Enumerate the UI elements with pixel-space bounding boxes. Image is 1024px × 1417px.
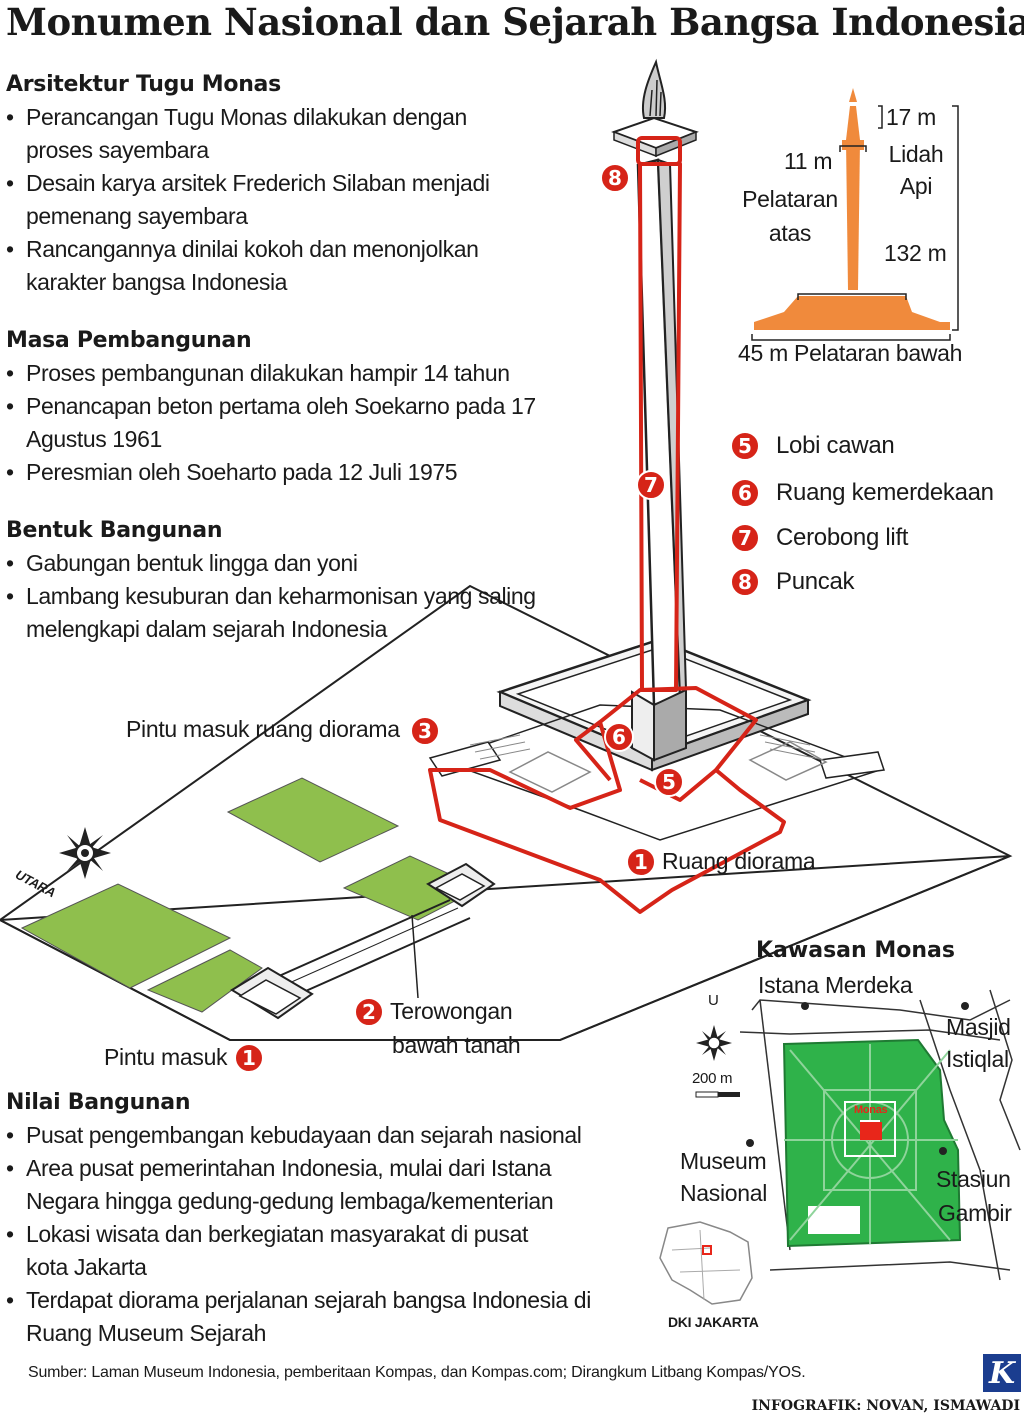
kompas-logo: K — [983, 1354, 1021, 1392]
list-item: Lambang kesuburan dan keharmonisan yang … — [6, 580, 566, 646]
map-label-gambir: Gambir — [938, 1200, 1012, 1226]
legend-item-5: 5 Lobi cawan — [730, 430, 895, 462]
badge-5: 5 — [654, 767, 684, 797]
compass-utara — [59, 827, 111, 879]
list-item: Proses pembangunan dilakukan hampir 14 t… — [6, 357, 566, 390]
map-label-masjid: Masjid — [946, 1014, 1011, 1040]
list-item: Peresmian oleh Soeharto pada 12 Juli 197… — [6, 456, 566, 489]
label-lidah-api: Lidah Api — [888, 141, 944, 199]
section-heading: Masa Pembangunan — [6, 328, 252, 353]
number-badge: 7 — [730, 523, 760, 553]
badge-6: 6 — [604, 722, 634, 752]
label-11m: 11 m — [784, 148, 833, 174]
list-item: Lokasi wisata dan berkegiatan masyarakat… — [6, 1218, 556, 1284]
credit-line: INFOGRAFIK: NOVAN, ISMAWADI — [751, 1398, 1020, 1414]
label-pelataran-bawah: 45 m Pelataran bawah — [738, 340, 963, 366]
badge-1-pintu: 1 — [234, 1043, 264, 1073]
number-badge: 6 — [730, 478, 760, 508]
map-title: Kawasan Monas — [756, 938, 955, 963]
section-heading: Arsitektur Tugu Monas — [6, 72, 281, 97]
jakarta-inset — [659, 1221, 753, 1305]
label-132m: 132 m — [884, 240, 947, 266]
list-item: Gabungan bentuk lingga dan yoni — [6, 547, 566, 580]
page-title: Monumen Nasional dan Sejarah Bangsa Indo… — [6, 0, 1024, 44]
map-north-label: U — [708, 992, 719, 1009]
list-item: Penancapan beton pertama oleh Soekarno p… — [6, 390, 536, 456]
list-item: Rancangannya dinilai kokoh dan menonjolk… — [6, 233, 506, 299]
label-ruang-diorama: Ruang diorama — [662, 848, 816, 874]
flame — [642, 58, 666, 119]
list-item: Pusat pengembangan kebudayaan dan sejara… — [6, 1119, 606, 1152]
lawn-left — [20, 883, 232, 989]
number-badge: 5 — [730, 431, 760, 461]
map-label-istiqlal: Istiqlal — [946, 1046, 1009, 1072]
map-label-nasional: Nasional — [680, 1180, 768, 1206]
map-scale-label: 200 m — [692, 1070, 733, 1087]
legend-item-7: 7 Cerobong lift — [730, 522, 908, 554]
label-bawah-tanah: bawah tanah — [392, 1032, 521, 1058]
list-item: Area pusat pemerintahan Indonesia, mulai… — [6, 1152, 606, 1218]
badge-3: 3 — [410, 716, 440, 746]
height-diagram — [751, 88, 959, 341]
lawn-bottom — [146, 949, 263, 1013]
legend-item-8: 8 Puncak — [730, 566, 855, 598]
section-pembangunan: Masa Pembangunan Proses pembangunan dila… — [6, 328, 566, 489]
list-item: Desain karya arsitek Frederich Silaban m… — [6, 167, 506, 233]
label-17m: 17 m — [886, 104, 936, 130]
section-nilai: Nilai Bangunan Pusat pengembangan kebuda… — [6, 1090, 606, 1350]
kawasan-monas-map — [659, 989, 1021, 1305]
label-terowongan: Terowongan — [390, 998, 513, 1024]
section-heading: Nilai Bangunan — [6, 1090, 191, 1115]
tunnel — [230, 862, 496, 1020]
map-label-museum: Museum — [680, 1148, 767, 1174]
section-bentuk: Bentuk Bangunan Gabungan bentuk lingga d… — [6, 518, 566, 646]
legend-label: Lobi cawan — [776, 432, 895, 459]
legend-label: Puncak — [776, 568, 855, 595]
map-label-monas: Monas — [854, 1104, 888, 1116]
map-label-stasiun: Stasiun — [936, 1166, 1011, 1192]
badge-1-ruang: 1 — [626, 847, 656, 877]
section-arsitektur: Arsitektur Tugu Monas Perancangan Tugu M… — [6, 72, 506, 299]
list-item: Terdapat diorama perjalanan sejarah bang… — [6, 1284, 606, 1350]
map-dki-label: DKI JAKARTA — [668, 1314, 759, 1330]
label-pintu-masuk-diorama: Pintu masuk ruang diorama — [126, 716, 400, 742]
legend-label: Cerobong lift — [776, 524, 909, 551]
legend-label: Ruang kemerdekaan — [776, 479, 994, 506]
number-badge: 8 — [730, 567, 760, 597]
label-pelataran-atas: Pelataran atas — [742, 186, 838, 246]
map-compass — [696, 1025, 732, 1061]
map-label-istana: Istana Merdeka — [758, 972, 913, 998]
tour-route — [428, 136, 786, 914]
lawn-top — [226, 777, 400, 863]
section-heading: Bentuk Bangunan — [6, 518, 223, 543]
badge-8: 8 — [600, 163, 630, 193]
badge-2: 2 — [354, 997, 384, 1027]
label-pintu-masuk: Pintu masuk — [104, 1044, 228, 1070]
legend-item-6: 6 Ruang kemerdekaan — [730, 477, 994, 509]
badge-7: 7 — [636, 470, 666, 500]
list-item: Perancangan Tugu Monas dilakukan dengan … — [6, 101, 506, 167]
source-note: Sumber: Laman Museum Indonesia, pemberit… — [28, 1364, 806, 1381]
